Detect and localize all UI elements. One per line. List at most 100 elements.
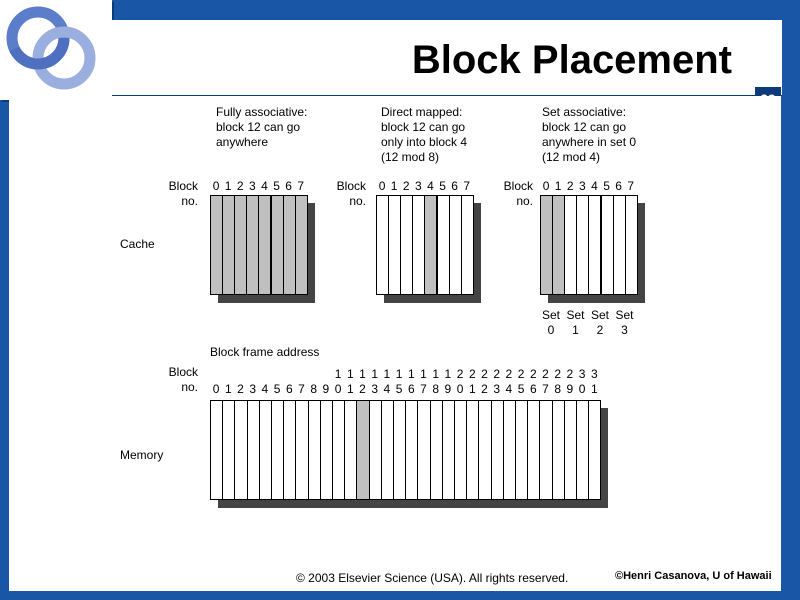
- cache-block-number-0-7: 7: [297, 179, 305, 193]
- memory-block-7: [295, 400, 309, 500]
- memory-block-19: [441, 400, 455, 500]
- memory-block-31: [588, 400, 602, 500]
- memory-block-13: [368, 400, 382, 500]
- cache-block-number-2-6: 6: [615, 179, 622, 193]
- cache-block-number-1-5: 5: [439, 179, 446, 193]
- memory-block-number-5: 5: [273, 382, 281, 396]
- memory-block-1: [222, 400, 236, 500]
- cache-block-label-0: Block no.: [168, 179, 198, 208]
- memory-block-number-0: 0: [212, 382, 220, 396]
- cache-block-2-7: [624, 195, 638, 295]
- memory-block-number-19: 9: [444, 382, 452, 396]
- memory-block-number-6: 6: [285, 382, 293, 396]
- memory-block-9: [319, 400, 333, 500]
- memory-block-number-tens-25: 2: [517, 367, 525, 381]
- memory-block-23: [490, 400, 504, 500]
- memory-block-11: [344, 400, 358, 500]
- cache-block-number-1-1: 1: [390, 179, 398, 193]
- cache-block-number-0-1: 1: [224, 179, 232, 193]
- memory-block-number-15: 5: [395, 382, 403, 396]
- memory-block-number-18: 8: [432, 382, 440, 396]
- memory-block-22: [478, 400, 492, 500]
- memory-block-17: [417, 400, 431, 500]
- memory-block-3: [246, 400, 260, 500]
- memory-block-number-4: 4: [261, 382, 269, 396]
- memory-block-number-tens-11: 1: [346, 367, 354, 381]
- memory-block-number-31: 1: [590, 382, 598, 396]
- memory-block-number-tens-16: 1: [407, 367, 415, 381]
- memory-block-16: [405, 400, 419, 500]
- memory-block-number-9: 9: [322, 382, 330, 396]
- logo-box: [0, 0, 112, 100]
- memory-block-12: [356, 400, 370, 500]
- memory-block-8: [307, 400, 321, 500]
- memory-block-number-tens-17: 1: [420, 367, 427, 381]
- memory-block-24: [502, 400, 516, 500]
- cache-block-0-7: [294, 195, 308, 295]
- cache-caption-0: Fully associative: block 12 can go anywh…: [216, 105, 308, 149]
- cache-block-number-0-4: 4: [261, 179, 268, 193]
- memory-block-number-11: 1: [346, 382, 354, 396]
- memory-block-number-28: 8: [554, 382, 562, 396]
- cache-block-number-1-4: 4: [427, 179, 434, 193]
- cache-block-label-1: Block no.: [336, 179, 366, 208]
- memory-block-29: [563, 400, 577, 500]
- memory-block-number-29: 9: [566, 382, 574, 396]
- memory-block-number-16: 6: [407, 382, 415, 396]
- memory-block-number-1: 1: [224, 382, 232, 396]
- memory-block-number-14: 4: [383, 382, 391, 396]
- memory-block-number-tens-30: 3: [578, 367, 586, 381]
- memory-block-number-tens-14: 1: [383, 367, 391, 381]
- slide-title: Block Placement: [411, 38, 732, 82]
- memory-block-number-tens-31: 3: [590, 367, 598, 381]
- memory-block-number-27: 7: [542, 382, 549, 396]
- cache-block-number-0-5: 5: [273, 179, 280, 193]
- set-label-0: Set 0: [541, 308, 560, 337]
- cache-block-number-0-2: 2: [236, 179, 244, 193]
- memory-block-26: [527, 400, 541, 500]
- memory-block-28: [551, 400, 565, 500]
- memory-block-number-26: 6: [529, 382, 537, 396]
- memory-block-number-3: 3: [249, 382, 257, 396]
- cache-block-number-2-0: 0: [542, 179, 550, 193]
- memory-block-number-tens-24: 2: [505, 367, 513, 381]
- memory-block-number-tens-13: 1: [371, 367, 379, 381]
- right-gutter: [781, 96, 800, 591]
- memory-block-2: [234, 400, 248, 500]
- cache-block-number-1-0: 0: [378, 179, 386, 193]
- memory-block-number-tens-15: 1: [395, 367, 403, 381]
- memory-block-14: [380, 400, 394, 500]
- cache-row-label: Cache: [120, 237, 155, 251]
- copyright-notice: © 2003 Elsevier Science (USA). All right…: [296, 571, 569, 585]
- cache-block-number-2-1: 1: [554, 179, 562, 193]
- cache-caption-2: Set associative: block 12 can go anywher…: [542, 105, 637, 164]
- memory-block-number-23: 3: [493, 382, 501, 396]
- cache-block-number-1-2: 2: [402, 179, 410, 193]
- memory-block-number-24: 4: [505, 382, 513, 396]
- memory-block-number-tens-27: 2: [542, 367, 549, 381]
- set-label-2: Set 2: [590, 308, 609, 337]
- set-label-1: Set 1: [566, 308, 585, 337]
- memory-block-number-tens-19: 1: [444, 367, 452, 381]
- cache-block-label-2: Block no.: [503, 179, 533, 208]
- memory-block-number-22: 2: [481, 382, 488, 396]
- cache-block-number-2-3: 3: [579, 179, 586, 193]
- cache-block-number-0-0: 0: [212, 179, 220, 193]
- cache-block-number-0-6: 6: [285, 179, 292, 193]
- memory-block-number-tens-22: 2: [481, 367, 488, 381]
- memory-block-4: [258, 400, 272, 500]
- memory-block-6: [283, 400, 297, 500]
- set-label-3: Set 3: [615, 308, 634, 337]
- memory-block-number-tens-18: 1: [432, 367, 440, 381]
- memory-block-number-tens-29: 2: [566, 367, 574, 381]
- memory-block-number-tens-10: 1: [334, 367, 342, 381]
- cache-block-number-2-7: 7: [627, 179, 635, 193]
- memory-block-number-21: 1: [468, 382, 476, 396]
- memory-block-number-20: 0: [456, 382, 464, 396]
- cache-block-number-1-7: 7: [463, 179, 471, 193]
- memory-block-number-17: 7: [420, 382, 427, 396]
- memory-block-number-tens-28: 2: [554, 367, 562, 381]
- memory-block-number-13: 3: [371, 382, 379, 396]
- memory-block-27: [539, 400, 553, 500]
- memory-block-number-tens-26: 2: [529, 367, 537, 381]
